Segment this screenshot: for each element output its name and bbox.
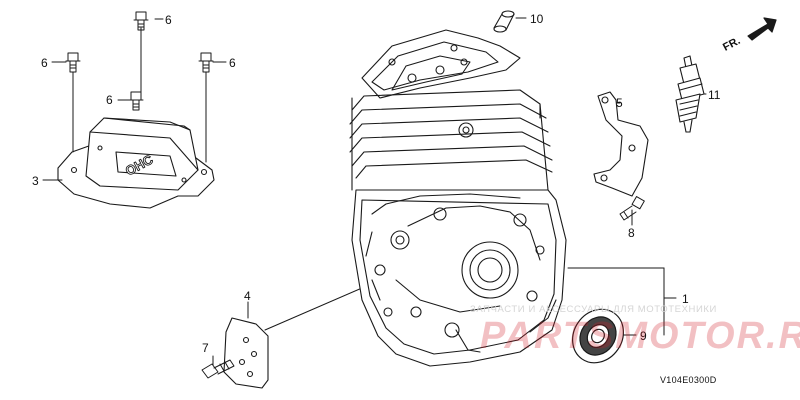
diagram-code: V104E0300D — [660, 375, 717, 385]
callout-3: 3 — [32, 174, 39, 188]
callout-labels: 1 3 4 5 6 6 6 6 7 8 9 10 11 FR. — [32, 12, 742, 355]
front-arrow-icon — [747, 17, 777, 41]
front-direction-label: FR. — [721, 35, 742, 54]
bolt-top — [133, 11, 149, 31]
watermark-brand: PARTSMOTOR.RU — [480, 315, 800, 357]
callout-8: 8 — [628, 226, 635, 240]
valve-cover: OHC — [57, 117, 215, 209]
callout-10: 10 — [530, 12, 544, 26]
callout-11: 11 — [708, 88, 721, 102]
bolt-right — [198, 52, 214, 73]
callout-6-right: 6 — [229, 56, 236, 70]
callout-6-left: 6 — [41, 56, 48, 70]
callout-6-middle: 6 — [106, 93, 113, 107]
callout-6-top: 6 — [165, 13, 172, 27]
callout-4: 4 — [244, 289, 251, 303]
callout-9: 9 — [640, 329, 647, 343]
dowel-sleeve — [493, 10, 515, 33]
spark-plug — [675, 55, 705, 133]
watermark-tagline: ЗАПЧАСТИ И АКСЕССУАРЫ ДЛЯ МОТОТЕХНИКИ — [470, 304, 717, 315]
breather-plate — [223, 317, 269, 389]
ignition-bracket — [593, 91, 649, 197]
callout-5: 5 — [616, 96, 623, 110]
callout-7: 7 — [202, 341, 209, 355]
bolt-left — [65, 52, 81, 73]
bolt-8 — [619, 196, 645, 221]
bolt-7 — [201, 359, 235, 379]
callout-1: 1 — [682, 292, 689, 306]
oil-seal — [572, 308, 624, 364]
bolt-middle — [128, 91, 144, 111]
crankcase — [349, 29, 567, 367]
